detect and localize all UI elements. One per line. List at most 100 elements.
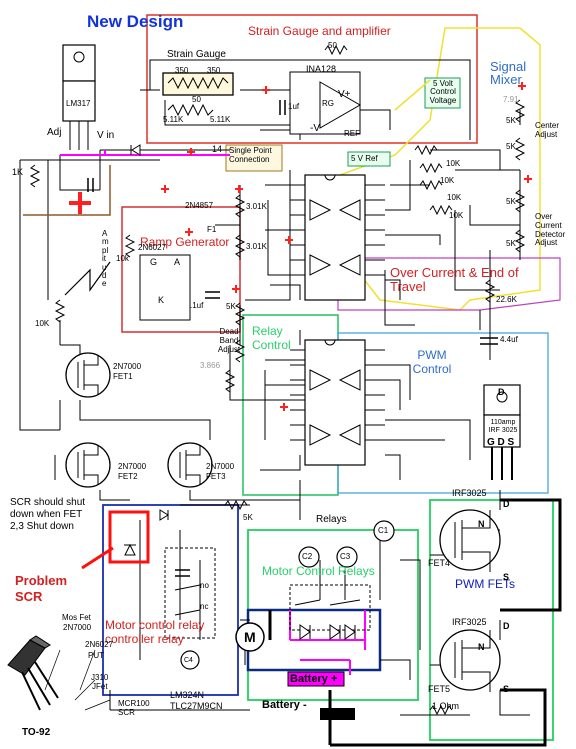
strain-gauge-label: Strain Gauge — [167, 49, 226, 60]
pwm-fets-box — [429, 499, 554, 741]
r1k-label: 1K — [12, 167, 24, 177]
magenta-wiring — [60, 150, 366, 675]
r10k-c-label: 10K — [447, 193, 462, 202]
five-volt-label: 5 Volt Control Voltage — [429, 79, 457, 105]
to92-label: TO-92 — [22, 727, 51, 738]
op-amp-chip-1 — [304, 174, 366, 301]
amplitude-label: Amplitude — [102, 229, 109, 289]
r10k-a-label: 10K — [446, 159, 461, 168]
battery-negative-bar — [320, 708, 355, 720]
fet4-label: FET4 — [428, 558, 451, 568]
center-adjust-label: Center Adjust — [535, 121, 560, 139]
five-v-ref-label: 5 V Ref — [351, 154, 378, 163]
lm317-label: LM317 — [66, 99, 91, 108]
r10k-d-label: 10K — [449, 211, 464, 220]
fet5-s-label: S — [503, 684, 510, 694]
single-point-box — [225, 144, 283, 172]
fet4-d-label: D — [503, 499, 510, 509]
mcr100-label: MCR100 SCR — [118, 699, 150, 717]
v3866-label: 3.866 — [200, 361, 221, 370]
r10k-b-label: 10K — [440, 176, 455, 185]
uf-point1-label: .1uf — [190, 301, 204, 310]
over-current-box — [337, 257, 561, 311]
r301a-label: 3.01K — [246, 202, 267, 211]
lm317-regulator — [62, 44, 96, 150]
put-label: PUT — [88, 651, 104, 660]
fourteen-label: 14 — [212, 144, 223, 154]
motor-relay-contacts — [289, 584, 371, 631]
n2n6027-label: 2N6027 — [138, 243, 167, 252]
r301b-label: 3.01K — [246, 242, 267, 251]
v791-label: 7.91 — [503, 95, 519, 104]
a-pin-label: A — [174, 257, 181, 267]
c3-label: C3 — [340, 552, 351, 561]
motor-label: M — [244, 629, 256, 645]
irf3025-package — [483, 384, 521, 480]
nc-label: nc — [200, 602, 209, 611]
ramp-generator-heading: Ramp Generator — [140, 235, 230, 249]
fet5-d-label: D — [503, 621, 510, 631]
irf2-label: IRF3025 — [452, 617, 487, 627]
r5k-b-label: 5K — [506, 142, 516, 151]
n2n4857-label: 2N4857 — [185, 201, 214, 210]
pwm-control-heading: PWM Control — [412, 348, 452, 377]
fet1-label: 2N7000 FET1 — [113, 362, 142, 381]
put-element — [139, 254, 191, 321]
problem-arrow — [81, 546, 114, 570]
fet2-label: 2N7000 FET2 — [118, 462, 147, 481]
fet4-s-label: S — [503, 572, 510, 582]
mosfet-label: Mos Fet — [62, 613, 91, 622]
r350b-label: 350 — [207, 66, 221, 75]
r5k-relay-label: 5K — [243, 513, 253, 522]
lm324-label: LM324N TLC27M9CN — [170, 690, 223, 711]
motor-relay-box — [102, 504, 239, 696]
battery-positive-label: Battery + — [290, 673, 338, 685]
c4-label: C4 — [184, 657, 193, 664]
fet5-label: FET5 — [428, 684, 451, 694]
r10k-e-label: 10K — [35, 319, 50, 328]
red-plus-markers — [161, 82, 532, 411]
n2n7000b-label: 2N7000 — [63, 623, 92, 632]
capacitors — [87, 100, 498, 577]
oc-detector-label: Over Current Detector Adjust — [535, 212, 566, 248]
ramp-generator-box — [121, 206, 241, 333]
r511b-label: 5.11K — [210, 115, 231, 124]
c1-label: C1 — [378, 526, 389, 535]
motor-relay-heading: Motor control relay controller relay — [105, 618, 205, 647]
signal-mixer-heading: Signal Mixer — [490, 59, 527, 87]
strain-amp-heading: Strain Gauge and amplifier — [248, 24, 391, 38]
c44-label: 4.4uf — [500, 335, 518, 344]
brown-wiring — [23, 165, 111, 216]
ref-label: REF — [344, 129, 360, 138]
signal-mixer-box — [339, 27, 541, 311]
problem-scr-label: Problem SCR — [15, 573, 68, 604]
jfet-label: JFet — [92, 682, 108, 691]
relay-control-heading: Relay Control — [252, 324, 291, 353]
pin-diagram-lines — [44, 649, 111, 711]
vplus-label: V+ — [338, 89, 351, 100]
relays-label: Relays — [316, 514, 347, 525]
main-wiring — [19, 59, 530, 716]
scr-note: SCR should shut down when FET 2,3 Shut d… — [10, 497, 86, 532]
chip-pins — [290, 184, 385, 441]
r5k-a-label: 5K — [506, 116, 516, 125]
vneg-label: -V — [310, 123, 320, 134]
over-current-heading: Over Current & End of Travel — [390, 265, 519, 295]
single-point-label: Single Point Connection — [229, 146, 272, 164]
f1-label: F1 — [207, 225, 217, 234]
r50a-label: 50 — [192, 95, 201, 104]
strain-gauge-block — [162, 72, 234, 117]
ohm-label: 1 Ohm — [432, 701, 460, 711]
c2-label: C2 — [302, 552, 313, 561]
rg-label: RG — [322, 99, 334, 108]
r511a-label: 5.11K — [163, 115, 184, 124]
r5k-dead-label: 5K — [226, 302, 236, 311]
ina128-amplifier — [289, 71, 362, 135]
thick-wiring — [268, 498, 562, 747]
r50b-label: 50 — [328, 41, 337, 50]
fet-internals — [77, 355, 491, 692]
fet5-n-label: N — [478, 642, 485, 652]
irf-package-label: 110amp IRF 3025 — [488, 419, 518, 434]
